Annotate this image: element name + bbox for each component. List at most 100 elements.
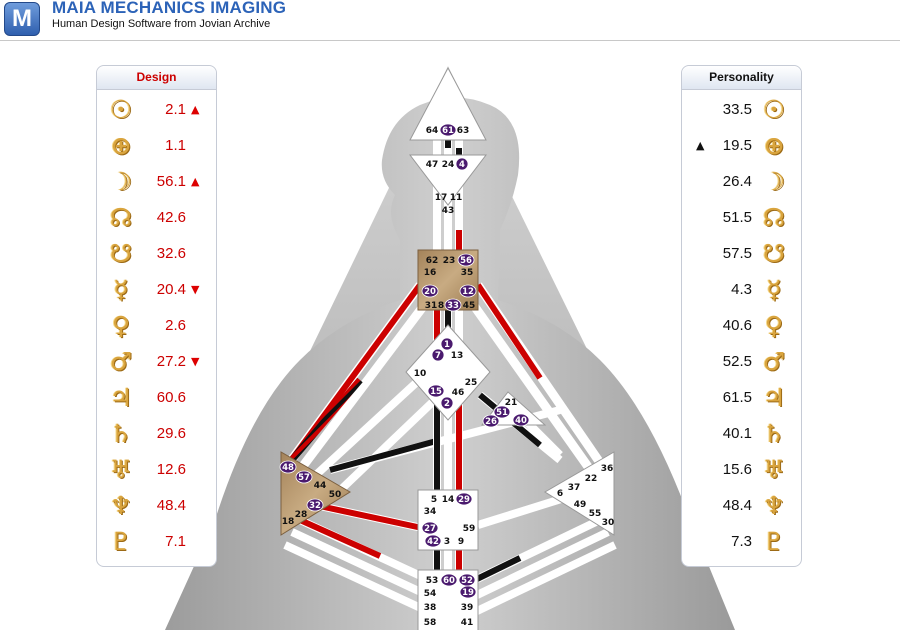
gate-33-marker: [444, 298, 462, 312]
gate-14: 14: [442, 495, 455, 505]
g-center: [405, 324, 491, 421]
gate-11-label: 11: [450, 193, 463, 203]
gate-30-label: 30: [602, 518, 615, 528]
uranus-icon: ♅: [762, 455, 786, 484]
gate-64: 64: [426, 126, 439, 136]
gate-53: 53: [426, 576, 439, 586]
design-panel: Design ☉2.1▲⊕1.1☽56.1▲☊42.6☋32.6☿20.4▼♀2…: [96, 65, 217, 567]
gate-45: 45: [463, 301, 476, 311]
gate-52-label: 52: [461, 576, 473, 586]
south-node-icon: ☋: [109, 239, 133, 268]
personality-value: 61.5: [722, 389, 752, 406]
pluto-icon: ♇: [762, 527, 786, 556]
gate-27-marker: [421, 521, 439, 535]
gate-39-label: 39: [461, 603, 474, 613]
gate-49-label: 49: [574, 500, 587, 510]
gate-25: 25: [465, 378, 478, 388]
gate-12-marker: [459, 284, 477, 298]
personality-value: 19.5: [722, 137, 752, 154]
design-row-saturn: ♄29.6: [97, 417, 216, 453]
gate-48: 48: [279, 460, 297, 474]
gate-5: 5: [431, 495, 437, 505]
gate-42: 42: [424, 534, 442, 548]
design-row-south-node: ☋32.6: [97, 237, 216, 273]
gate-23: 23: [443, 256, 456, 266]
gate-19-marker: [459, 585, 477, 599]
gate-29-marker: [455, 492, 473, 506]
gate-49: 49: [574, 500, 587, 510]
gate-59-label: 59: [463, 524, 476, 534]
design-row-moon: ☽56.1▲: [97, 165, 216, 201]
design-value: 56.1: [156, 173, 186, 190]
neptune-icon: ♆: [109, 491, 133, 520]
design-value: 12.6: [156, 461, 186, 478]
design-value: 20.4: [156, 281, 186, 298]
neptune-icon: ♆: [762, 491, 786, 520]
gate-57-label: 57: [298, 473, 310, 483]
gate-16: 16: [424, 268, 437, 278]
gate-27-label: 27: [424, 524, 436, 534]
design-value: 27.2: [156, 353, 186, 370]
gate-10-label: 10: [414, 369, 427, 379]
personality-row-mars: ♂52.5: [682, 345, 801, 381]
south-node-icon: ☋: [762, 239, 786, 268]
gate-37-label: 37: [568, 483, 581, 493]
gate-55-label: 55: [589, 509, 602, 519]
gate-2-label: 2: [444, 399, 450, 409]
design-value: 48.4: [156, 497, 186, 514]
gate-34: 34: [424, 507, 437, 517]
gate-57-marker: [295, 470, 313, 484]
gate-63: 63: [457, 126, 470, 136]
gate-29-label: 29: [458, 495, 470, 505]
arrow-icon: ▼: [191, 355, 200, 368]
mercury-icon: ☿: [113, 275, 129, 304]
gate-61: 61: [439, 123, 457, 137]
jupiter-icon: ♃: [109, 383, 133, 412]
personality-row-neptune: ♆48.4: [682, 489, 801, 525]
gate-15-label: 15: [430, 387, 442, 397]
personality-panel: Personality ☉33.5⊕19.5▲☽26.4☊51.5☋57.5☿4…: [681, 65, 802, 567]
gate-50-label: 50: [329, 490, 342, 500]
design-row-sun: ☉2.1▲: [97, 93, 216, 129]
gate-8-label: 8: [438, 301, 444, 311]
gate-40: 40: [512, 413, 530, 427]
pluto-icon: ♇: [109, 527, 133, 556]
gate-4-marker: [455, 157, 469, 171]
gate-13-label: 13: [451, 351, 464, 361]
design-row-pluto: ♇7.1: [97, 525, 216, 561]
gate-32-marker: [306, 498, 324, 512]
gate-29: 29: [455, 492, 473, 506]
gate-20-marker: [421, 284, 439, 298]
design-row-north-node: ☊42.6: [97, 201, 216, 237]
gate-56: 56: [457, 253, 475, 267]
gate-60: 60: [440, 573, 458, 587]
personality-panel-title: Personality: [682, 66, 801, 90]
gate-60-marker: [440, 573, 458, 587]
gate-24-label: 24: [442, 160, 455, 170]
design-row-uranus: ♅ 12.6: [97, 453, 216, 489]
gate-63-label: 63: [457, 126, 470, 136]
gate-1: 1: [440, 337, 454, 351]
gate-32-label: 32: [309, 501, 321, 511]
head-center: [409, 66, 487, 141]
uranus-icon: ♅: [109, 455, 133, 484]
gate-14-label: 14: [442, 495, 455, 505]
moon-icon: ☽: [109, 167, 133, 196]
gate-51-marker: [493, 405, 511, 419]
gate-20: 20: [421, 284, 439, 298]
personality-row-venus: ♀40.6: [682, 309, 801, 345]
personality-row-moon: ☽26.4: [682, 165, 801, 201]
gate-33-label: 33: [447, 301, 459, 311]
design-row-mercury: ☿20.4▼: [97, 273, 216, 309]
gate-31-label: 31: [425, 301, 438, 311]
design-value: 60.6: [156, 389, 186, 406]
gate-19: 19: [459, 585, 477, 599]
gate-61-marker: [439, 123, 457, 137]
design-row-mars: ♂27.2▼: [97, 345, 216, 381]
gate-31: 31: [425, 301, 438, 311]
gate-37: 37: [568, 483, 581, 493]
gate-15-marker: [427, 384, 445, 398]
design-value: 42.6: [156, 209, 186, 226]
personality-row-sun: ☉33.5: [682, 93, 801, 129]
gate-7-marker: [431, 348, 445, 362]
